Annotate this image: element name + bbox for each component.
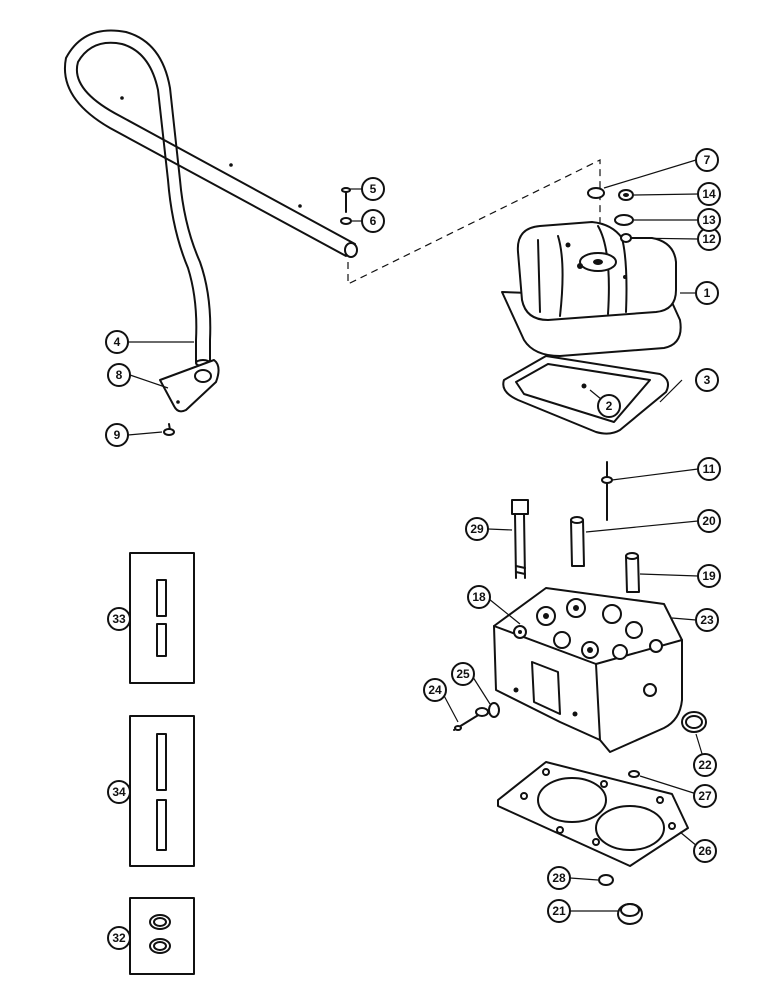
callout-27: 27: [693, 784, 717, 808]
callout-11: 11: [697, 457, 721, 481]
svg-text:25: 25: [456, 667, 470, 681]
washer-part-6: [340, 217, 352, 225]
svg-text:6: 6: [370, 214, 377, 228]
kit-box-34: [129, 715, 195, 867]
callout-22: 22: [693, 753, 717, 777]
screw-part-5: [341, 187, 351, 213]
svg-text:21: 21: [552, 904, 566, 918]
callout-28: 28: [547, 866, 571, 890]
svg-text:13: 13: [702, 213, 716, 227]
cylinder-head-part-18: [493, 587, 683, 753]
svg-text:23: 23: [700, 613, 714, 627]
callout-12: 12: [697, 227, 721, 251]
valve-guide-part-20: [570, 516, 585, 567]
callout-18: 18: [467, 585, 491, 609]
plug-part-22: [681, 711, 707, 733]
kit-box-33: [129, 552, 195, 684]
callout-1: 1: [695, 281, 719, 305]
valve-cover-gasket-part-3: [502, 355, 669, 435]
gasket-part-25: [488, 702, 500, 718]
callout-24: 24: [423, 678, 447, 702]
callout-32: 32: [107, 926, 131, 950]
svg-text:26: 26: [698, 844, 712, 858]
o-ring-part-27: [628, 770, 640, 778]
svg-text:19: 19: [702, 569, 716, 583]
callout-9: 9: [105, 423, 129, 447]
flange-part-8: [159, 359, 220, 413]
svg-text:28: 28: [552, 871, 566, 885]
kit-box-32: [129, 897, 195, 975]
fitting-part-24: [453, 707, 489, 731]
callout-21: 21: [547, 899, 571, 923]
callout-4: 4: [105, 330, 129, 354]
seal-part-28: [598, 874, 614, 886]
callout-29: 29: [465, 517, 489, 541]
svg-text:27: 27: [698, 789, 712, 803]
svg-text:2: 2: [606, 399, 613, 413]
svg-text:5: 5: [370, 182, 377, 196]
breather-tube: [64, 29, 358, 367]
nut-part-14: [618, 189, 634, 201]
svg-text:7: 7: [704, 153, 711, 167]
callout-14: 14: [697, 182, 721, 206]
valve-cover-part-1: [501, 221, 682, 357]
svg-text:20: 20: [702, 514, 716, 528]
callout-33: 33: [107, 607, 131, 631]
svg-text:8: 8: [116, 368, 123, 382]
callout-5: 5: [361, 177, 385, 201]
callout-23: 23: [695, 608, 719, 632]
seat-insert-part-21: [617, 903, 643, 925]
head-bolt-part-29: [511, 499, 529, 579]
svg-text:34: 34: [112, 785, 126, 799]
valve-guide-part-19: [625, 552, 640, 593]
svg-text:11: 11: [703, 462, 716, 476]
callout-26: 26: [693, 839, 717, 863]
callout-13: 13: [697, 208, 721, 232]
callout-20: 20: [697, 509, 721, 533]
callout-25: 25: [451, 662, 475, 686]
svg-text:14: 14: [702, 187, 716, 201]
callout-3: 3: [695, 368, 719, 392]
svg-text:24: 24: [428, 683, 442, 697]
callout-6: 6: [361, 209, 385, 233]
washer-part-13: [614, 214, 634, 226]
svg-text:32: 32: [112, 931, 126, 945]
leader-lines: [127, 159, 704, 912]
stud-part-11: [601, 461, 613, 521]
svg-text:22: 22: [698, 758, 712, 772]
nut-part-12: [620, 233, 632, 243]
callout-2: 2: [597, 394, 621, 418]
seal-part-7: [587, 187, 605, 199]
svg-text:4: 4: [114, 335, 121, 349]
callout-19: 19: [697, 564, 721, 588]
callout-7: 7: [695, 148, 719, 172]
head-gasket-part-26: [497, 761, 689, 867]
callout-8: 8: [107, 363, 131, 387]
svg-text:3: 3: [704, 373, 711, 387]
svg-text:18: 18: [472, 590, 486, 604]
svg-text:12: 12: [702, 232, 716, 246]
svg-text:9: 9: [114, 428, 121, 442]
svg-text:1: 1: [704, 286, 711, 300]
svg-text:29: 29: [470, 522, 484, 536]
callout-34: 34: [107, 780, 131, 804]
svg-text:33: 33: [112, 612, 126, 626]
cap-screw-part-9: [163, 423, 175, 436]
